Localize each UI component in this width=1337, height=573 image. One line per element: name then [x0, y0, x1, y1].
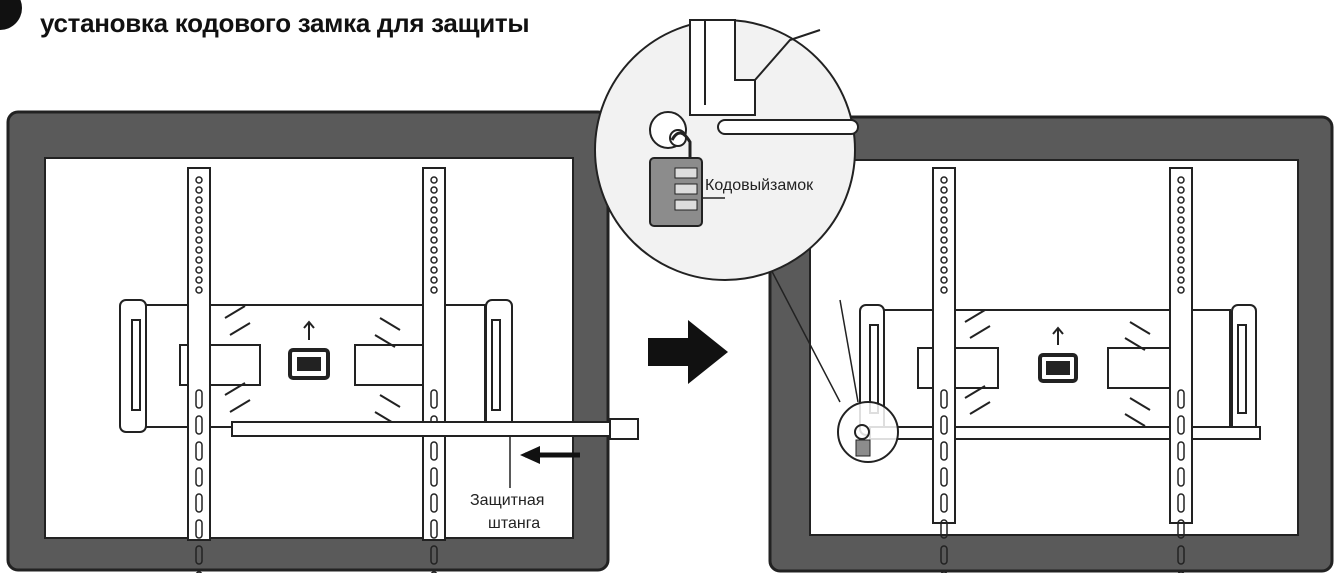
arm-hole — [940, 256, 948, 264]
arm-hole — [940, 206, 948, 214]
arm-slot — [940, 389, 948, 409]
arm-slot — [940, 467, 948, 487]
arm-slot — [1177, 571, 1185, 573]
arm-hole — [430, 276, 438, 284]
arm-hole — [195, 226, 203, 234]
arm-slot — [940, 415, 948, 435]
arm-hole — [195, 206, 203, 214]
arm-slot — [430, 441, 438, 461]
bracket-arm-left-2 — [422, 167, 446, 573]
arm-slot — [430, 571, 438, 573]
arm-slot — [430, 545, 438, 565]
arm-slot — [195, 493, 203, 513]
arm-slot — [195, 441, 203, 461]
arm-slot — [940, 571, 948, 573]
arm-hole — [195, 286, 203, 294]
arm-hole — [1177, 206, 1185, 214]
arm-slot — [1177, 415, 1185, 435]
arm-hole — [430, 176, 438, 184]
arm-hole — [1177, 256, 1185, 264]
safety-bar-label-2: штанга — [488, 515, 540, 532]
arm-slot — [940, 545, 948, 565]
arm-hole — [195, 256, 203, 264]
arm-hole — [940, 276, 948, 284]
arm-hole — [195, 276, 203, 284]
arm-slot — [195, 519, 203, 539]
lock-zoom-circle: Кодовыйзамок — [594, 19, 859, 281]
lock-label: Кодовыйзамок — [705, 177, 814, 194]
arm-hole — [940, 236, 948, 244]
arm-slot — [195, 415, 203, 435]
arm-hole — [940, 216, 948, 224]
arm-hole — [940, 266, 948, 274]
arm-slot — [195, 571, 203, 573]
arm-slot — [195, 389, 203, 409]
arm-slot — [195, 467, 203, 487]
arm-hole — [1177, 286, 1185, 294]
arm-slot — [430, 493, 438, 513]
bracket-arm-right-1 — [932, 167, 956, 573]
arm-slot — [1177, 493, 1185, 513]
arm-slot — [430, 389, 438, 409]
arm-slot — [1177, 545, 1185, 565]
arm-hole — [430, 246, 438, 254]
arm-slot — [940, 441, 948, 461]
arm-hole — [940, 176, 948, 184]
arm-hole — [1177, 266, 1185, 274]
arm-hole — [195, 186, 203, 194]
arm-hole — [195, 246, 203, 254]
arm-hole — [195, 196, 203, 204]
arm-hole — [1177, 216, 1185, 224]
arm-hole — [940, 246, 948, 254]
wall-plate-right — [859, 304, 1261, 440]
bracket-arm-left-1 — [187, 167, 211, 573]
step-title: установка кодового замка для защиты — [40, 8, 530, 38]
arm-hole — [940, 196, 948, 204]
arm-hole — [940, 226, 948, 234]
arm-slot — [940, 519, 948, 539]
arm-slot — [1177, 519, 1185, 539]
arm-hole — [1177, 236, 1185, 244]
arm-hole — [195, 266, 203, 274]
arm-hole — [430, 226, 438, 234]
arm-hole — [1177, 246, 1185, 254]
tv-before: Защитная штанга — [6, 110, 639, 573]
arm-hole — [430, 196, 438, 204]
arm-hole — [430, 216, 438, 224]
safety-bar-label-1: Защитная — [470, 492, 544, 509]
combination-lock-icon — [649, 131, 703, 227]
bracket-arm-right-2 — [1169, 167, 1193, 573]
arm-hole — [940, 186, 948, 194]
arm-hole — [430, 206, 438, 214]
arm-hole — [195, 236, 203, 244]
arm-hole — [430, 256, 438, 264]
arm-hole — [940, 286, 948, 294]
safety-bar — [231, 418, 639, 440]
arm-hole — [1177, 196, 1185, 204]
arm-slot — [1177, 441, 1185, 461]
arm-hole — [1177, 276, 1185, 284]
arm-hole — [430, 186, 438, 194]
arm-hole — [195, 216, 203, 224]
arm-hole — [430, 286, 438, 294]
wall-plate-left — [119, 299, 513, 433]
arm-hole — [1177, 176, 1185, 184]
arm-hole — [195, 176, 203, 184]
step-number-badge — [0, 0, 22, 30]
arm-slot — [1177, 389, 1185, 409]
arm-hole — [430, 266, 438, 274]
arm-slot — [430, 519, 438, 539]
arm-slot — [940, 493, 948, 513]
arm-hole — [1177, 226, 1185, 234]
arm-slot — [1177, 467, 1185, 487]
lock-detail-small — [837, 401, 899, 463]
arm-slot — [195, 545, 203, 565]
next-step-arrow — [648, 320, 728, 384]
arm-slot — [430, 467, 438, 487]
arm-hole — [1177, 186, 1185, 194]
arm-hole — [430, 236, 438, 244]
tv-after — [739, 115, 1334, 573]
